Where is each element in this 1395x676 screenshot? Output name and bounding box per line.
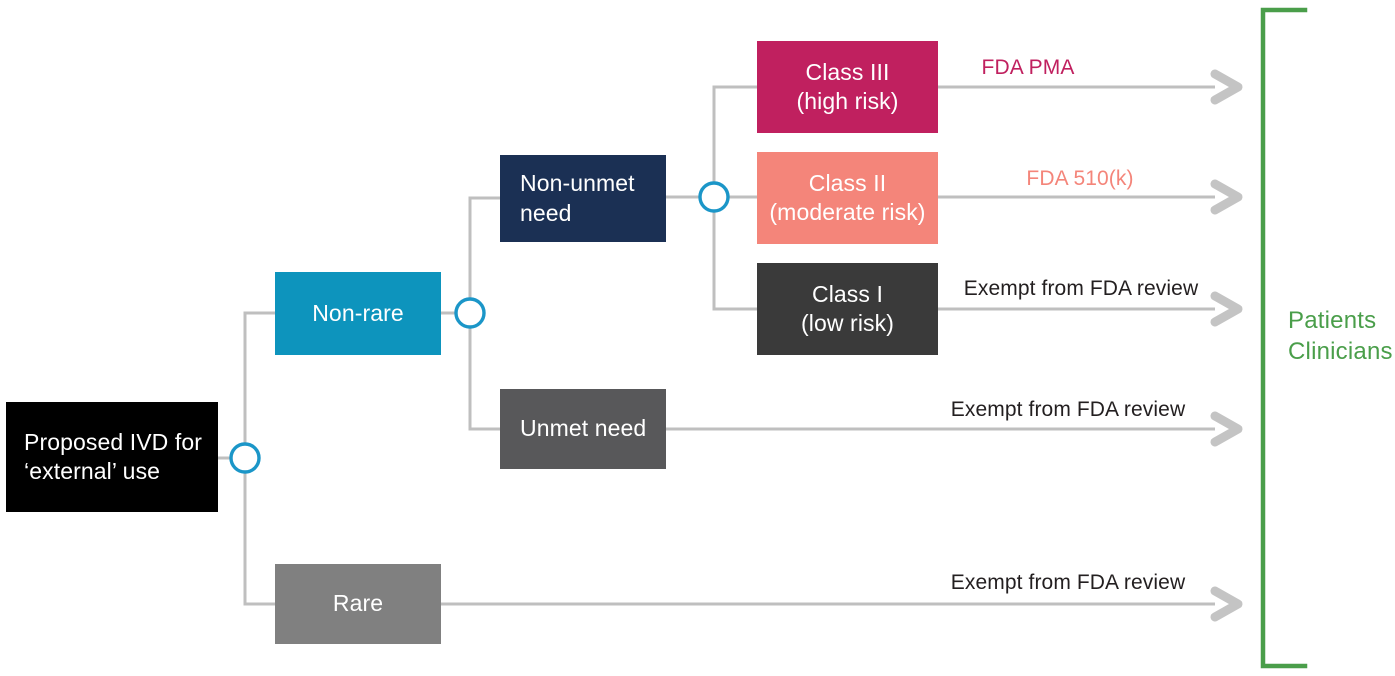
junction-node-non-rare-split[interactable]	[454, 297, 486, 329]
wire-class-split-to-class-iii	[712, 85, 757, 183]
edge-label-fda-510k: FDA 510(k)	[1026, 167, 1134, 190]
node-rare[interactable]: Rare	[275, 564, 441, 644]
wire-non-rare-split-to-non-unmet	[468, 196, 500, 299]
arrowhead-icon-class-i	[1210, 291, 1243, 327]
node-label-proposed-ivd: Proposed IVD for ‘external’ use	[24, 428, 203, 484]
node-label-rare: Rare	[332, 590, 384, 617]
junction-node-class-split[interactable]	[698, 181, 730, 213]
node-label-non-unmet-need: Non-unmet need	[520, 170, 635, 226]
edge-label-exempt-class-i: Exempt from FDA review	[963, 277, 1199, 300]
node-label-unmet-need: Unmet need	[520, 415, 647, 442]
wire-non-rare-split-to-unmet	[468, 327, 500, 431]
node-class-iii[interactable]: Class III (high risk)	[757, 41, 938, 133]
arrowhead-icon-unmet	[1210, 411, 1243, 447]
junction-node-root-split[interactable]	[229, 442, 261, 474]
node-class-ii[interactable]: Class II (moderate risk)	[757, 152, 938, 244]
node-proposed-ivd[interactable]: Proposed IVD for ‘external’ use	[6, 402, 218, 512]
wire-split-to-rare	[243, 472, 275, 606]
outcome-label-patients-clinicians: Patients Clinicians	[1288, 307, 1393, 366]
node-class-i[interactable]: Class I (low risk)	[757, 263, 938, 355]
wire-class-split-to-class-i	[712, 211, 757, 311]
node-unmet-need[interactable]: Unmet need	[500, 389, 666, 469]
outcome-bracket	[1260, 7, 1308, 669]
arrowhead-icon-class-ii	[1210, 179, 1243, 215]
node-label-class-iii: Class III (high risk)	[796, 58, 899, 114]
edge-label-fda-pma: FDA PMA	[981, 56, 1075, 79]
arrowhead-icon-class-iii	[1210, 69, 1243, 105]
node-non-rare[interactable]: Non-rare	[275, 272, 441, 355]
edge-label-exempt-unmet-need: Exempt from FDA review	[950, 398, 1186, 421]
arrowhead-icon-rare	[1210, 586, 1243, 622]
node-label-class-i: Class I (low risk)	[801, 280, 894, 336]
wire-split-to-non-rare	[243, 311, 275, 444]
node-label-class-ii: Class II (moderate risk)	[769, 169, 926, 225]
edge-label-exempt-rare: Exempt from FDA review	[950, 571, 1186, 594]
node-label-non-rare: Non-rare	[312, 299, 404, 326]
node-non-unmet-need[interactable]: Non-unmet need	[500, 155, 666, 242]
